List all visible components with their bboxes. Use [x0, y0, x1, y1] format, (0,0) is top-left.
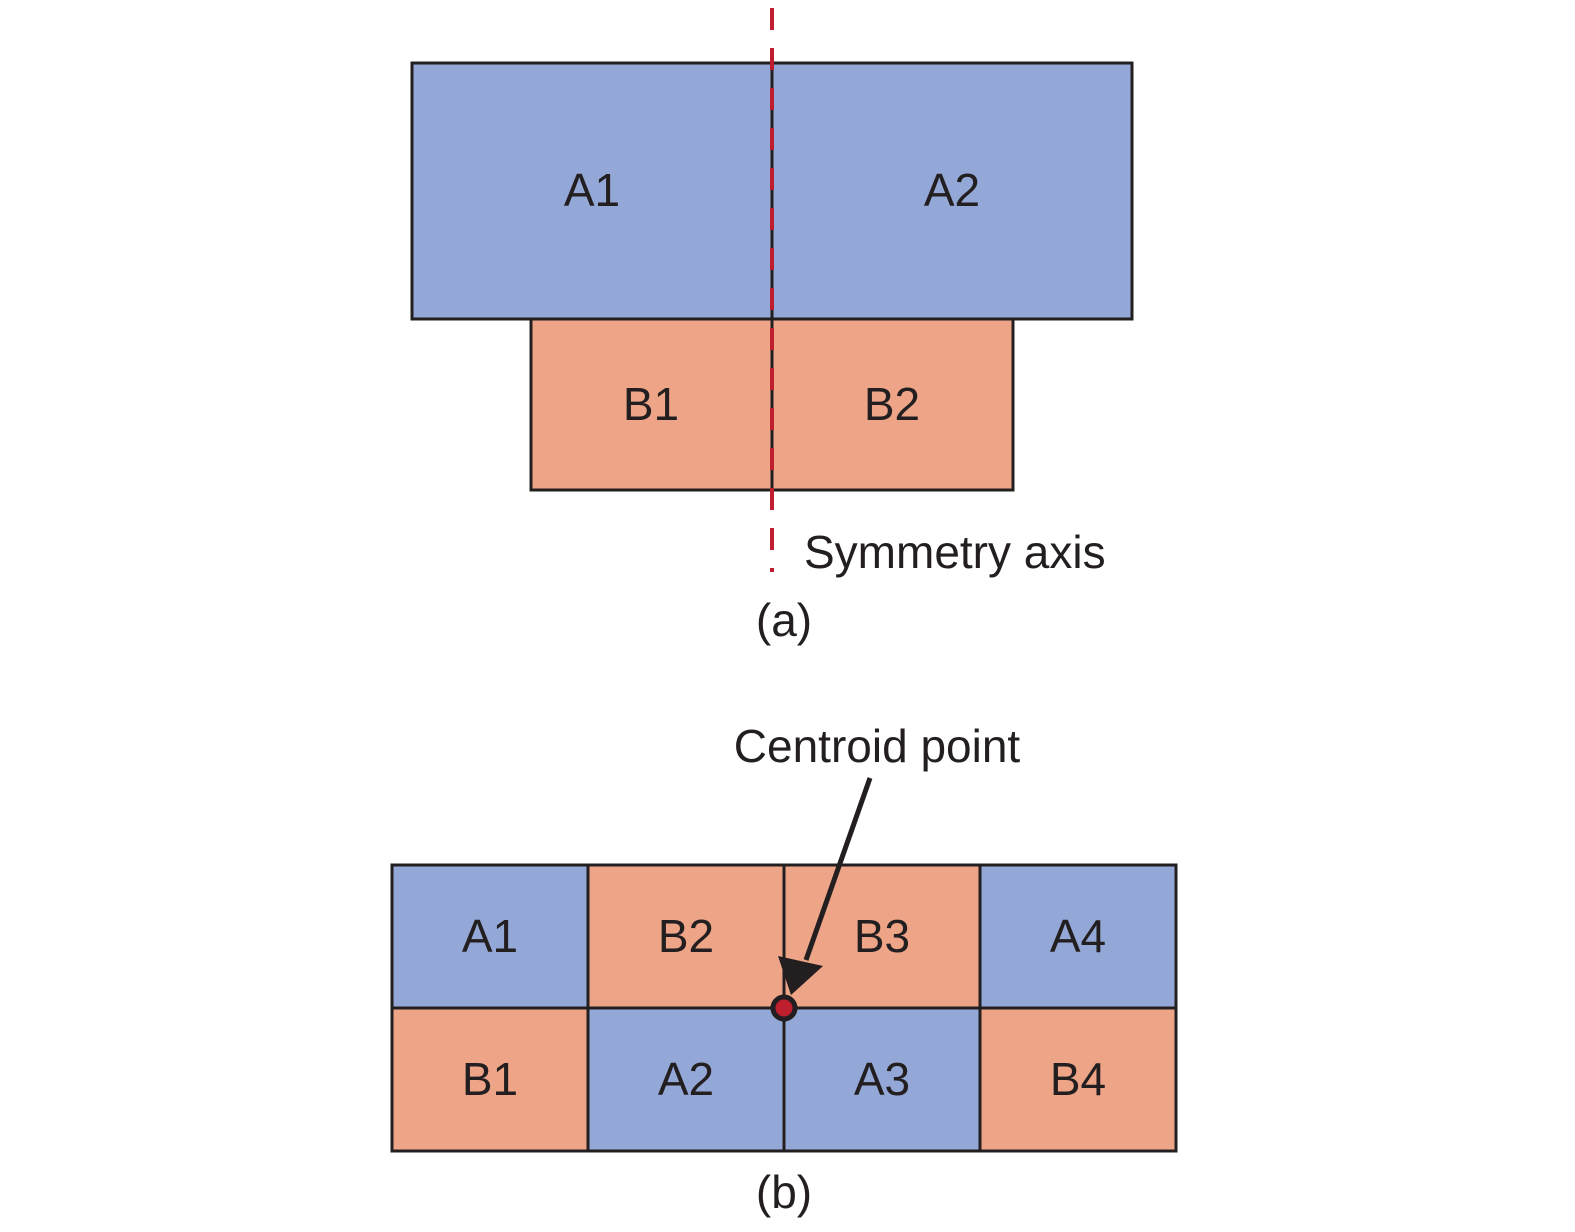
cell-b2	[586, 863, 786, 1010]
caption-b: (b)	[756, 1166, 812, 1218]
centroid-arrow-shaft	[803, 777, 873, 961]
label-a2: A2	[924, 164, 980, 216]
region-b2	[770, 317, 1015, 492]
region-a2	[770, 61, 1134, 321]
label-cell-a4: A4	[1050, 910, 1106, 962]
label-b1: B1	[623, 378, 679, 430]
symmetry-axis-label: Symmetry axis	[804, 526, 1106, 578]
label-cell-a1: A1	[462, 910, 518, 962]
cell-b4	[978, 1006, 1178, 1153]
label-cell-b3: B3	[854, 910, 910, 962]
label-cell-b4: B4	[1050, 1053, 1106, 1105]
label-a1: A1	[564, 164, 620, 216]
figure-b: A1 B2 B3 A4 B1 A2 A3 B4 Centroid point (…	[390, 720, 1178, 1218]
label-cell-a2: A2	[658, 1053, 714, 1105]
centroid-label: Centroid point	[734, 720, 1021, 772]
label-cell-b1: B1	[462, 1053, 518, 1105]
caption-a: (a)	[756, 594, 812, 646]
region-a1	[410, 61, 774, 321]
centroid-arrow-head	[778, 956, 823, 995]
centroid-point	[770, 994, 798, 1022]
label-cell-b2: B2	[658, 910, 714, 962]
cell-a4	[978, 863, 1178, 1010]
region-b1	[529, 317, 774, 492]
label-b2: B2	[864, 378, 920, 430]
figure-a: A1 A2 B1 B2 Symmetry axis (a)	[410, 8, 1134, 646]
cell-a2	[586, 1006, 786, 1153]
label-cell-a3: A3	[854, 1053, 910, 1105]
